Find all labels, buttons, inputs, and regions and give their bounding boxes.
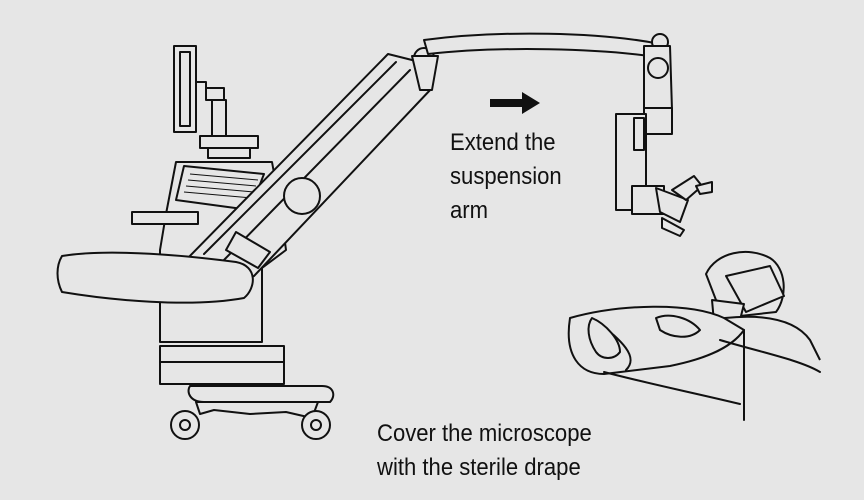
monitor: [174, 46, 258, 158]
extend-arm-line-2: suspension: [450, 160, 562, 194]
extend-arm-line-3: arm: [450, 194, 562, 228]
extend-arm-caption: Extend the suspension arm: [450, 126, 562, 228]
arrow-right-icon: [490, 92, 540, 114]
cover-drape-line-1: Cover the microscope: [377, 417, 592, 451]
extend-arm-line-1: Extend the: [450, 126, 562, 160]
cover-drape-caption: Cover the microscope with the sterile dr…: [377, 417, 592, 485]
surgeon-figure: [569, 252, 820, 420]
cover-drape-line-2: with the sterile drape: [377, 451, 592, 485]
wheel-base: [171, 386, 333, 439]
